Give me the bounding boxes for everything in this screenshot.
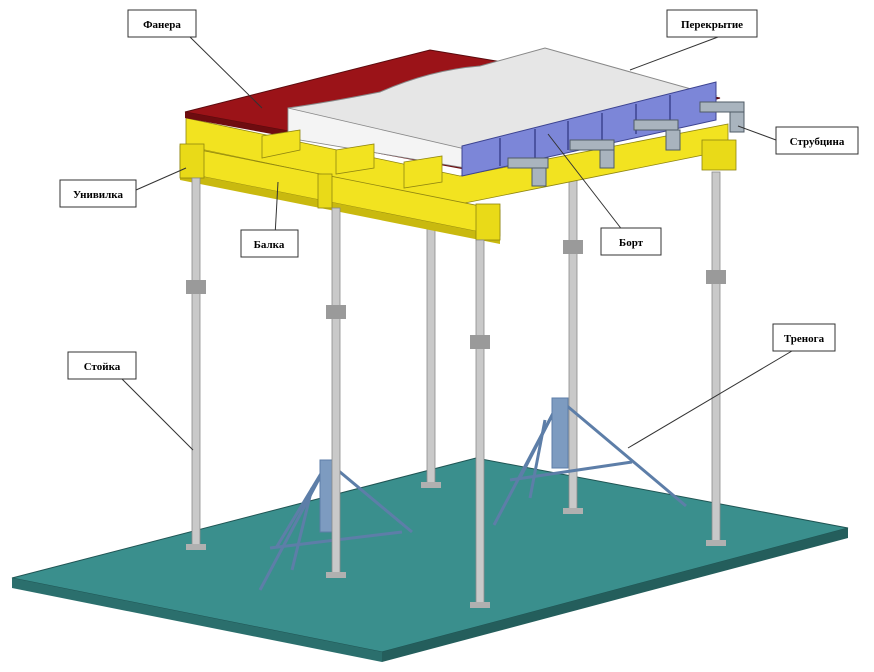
label-stoyka: Стойка xyxy=(84,361,121,373)
side-panel xyxy=(461,81,717,177)
label-univilka: Унивилка xyxy=(73,189,123,201)
callout-strubcina: Струбцина xyxy=(775,126,859,155)
callout-bort: Борт xyxy=(600,227,662,256)
callout-trenoga: Тренога xyxy=(772,323,836,352)
label-bort: Борт xyxy=(619,237,644,249)
callout-univilka: Унивилка xyxy=(59,179,137,208)
callout-balka: Балка xyxy=(240,229,299,258)
label-balka: Балка xyxy=(254,239,285,251)
tripod-right xyxy=(492,397,687,526)
callout-fanera: Фанера xyxy=(127,9,197,38)
concrete-slab xyxy=(287,47,718,171)
post-front-left xyxy=(186,177,206,550)
post-front-right xyxy=(470,239,490,608)
label-trenoga: Тренога xyxy=(784,333,825,345)
label-perekrytie: Перекрытие xyxy=(681,19,743,31)
post-back-left xyxy=(421,227,441,488)
cross-beams xyxy=(261,129,443,189)
floor-slab xyxy=(11,457,849,662)
callout-perekrytie: Перекрытие xyxy=(666,9,758,38)
label-fanera: Фанера xyxy=(143,19,181,31)
leader-lines xyxy=(117,36,798,451)
post-front-middle xyxy=(326,207,346,578)
post-back-right xyxy=(706,171,726,546)
callout-stoyka: Стойка xyxy=(67,351,137,380)
label-strubcina: Струбцина xyxy=(790,136,845,148)
